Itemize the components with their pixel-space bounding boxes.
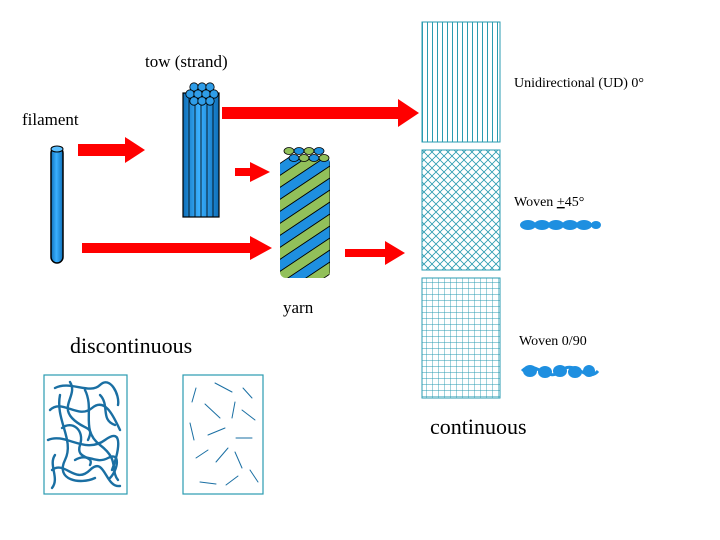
arrow-tow-to-ud	[222, 99, 419, 127]
ud-label: Unidirectional (UD) 0°	[514, 76, 644, 91]
filament-label: filament	[22, 110, 79, 129]
continuous-label: continuous	[430, 414, 527, 439]
random-fiber-mat-panel	[43, 374, 128, 495]
woven-090-fabric-panel	[421, 277, 501, 399]
chopped-fiber-panel	[182, 374, 264, 495]
yarn-bundle	[280, 147, 330, 278]
woven-090-cross-section-icon	[520, 365, 600, 378]
yarn-label: yarn	[283, 298, 314, 317]
woven-090-label: Woven 0/90	[519, 334, 587, 349]
filament-rod	[50, 145, 64, 264]
ud-fabric-panel	[421, 21, 501, 143]
woven-45-fabric-panel	[421, 149, 501, 271]
arrow-filament-to-tow	[78, 137, 145, 163]
tow-bundle	[182, 82, 220, 218]
process-arrows	[78, 99, 419, 265]
arrow-filament-to-yarn	[82, 236, 272, 260]
discontinuous-label: discontinuous	[70, 333, 192, 358]
arrow-yarn-to-woven	[345, 241, 405, 265]
woven-45-cross-section-icon	[520, 220, 601, 230]
tow-label: tow (strand)	[145, 52, 228, 71]
woven-45-label: Woven +45°	[514, 195, 584, 210]
arrow-tow-to-yarn	[235, 162, 270, 182]
